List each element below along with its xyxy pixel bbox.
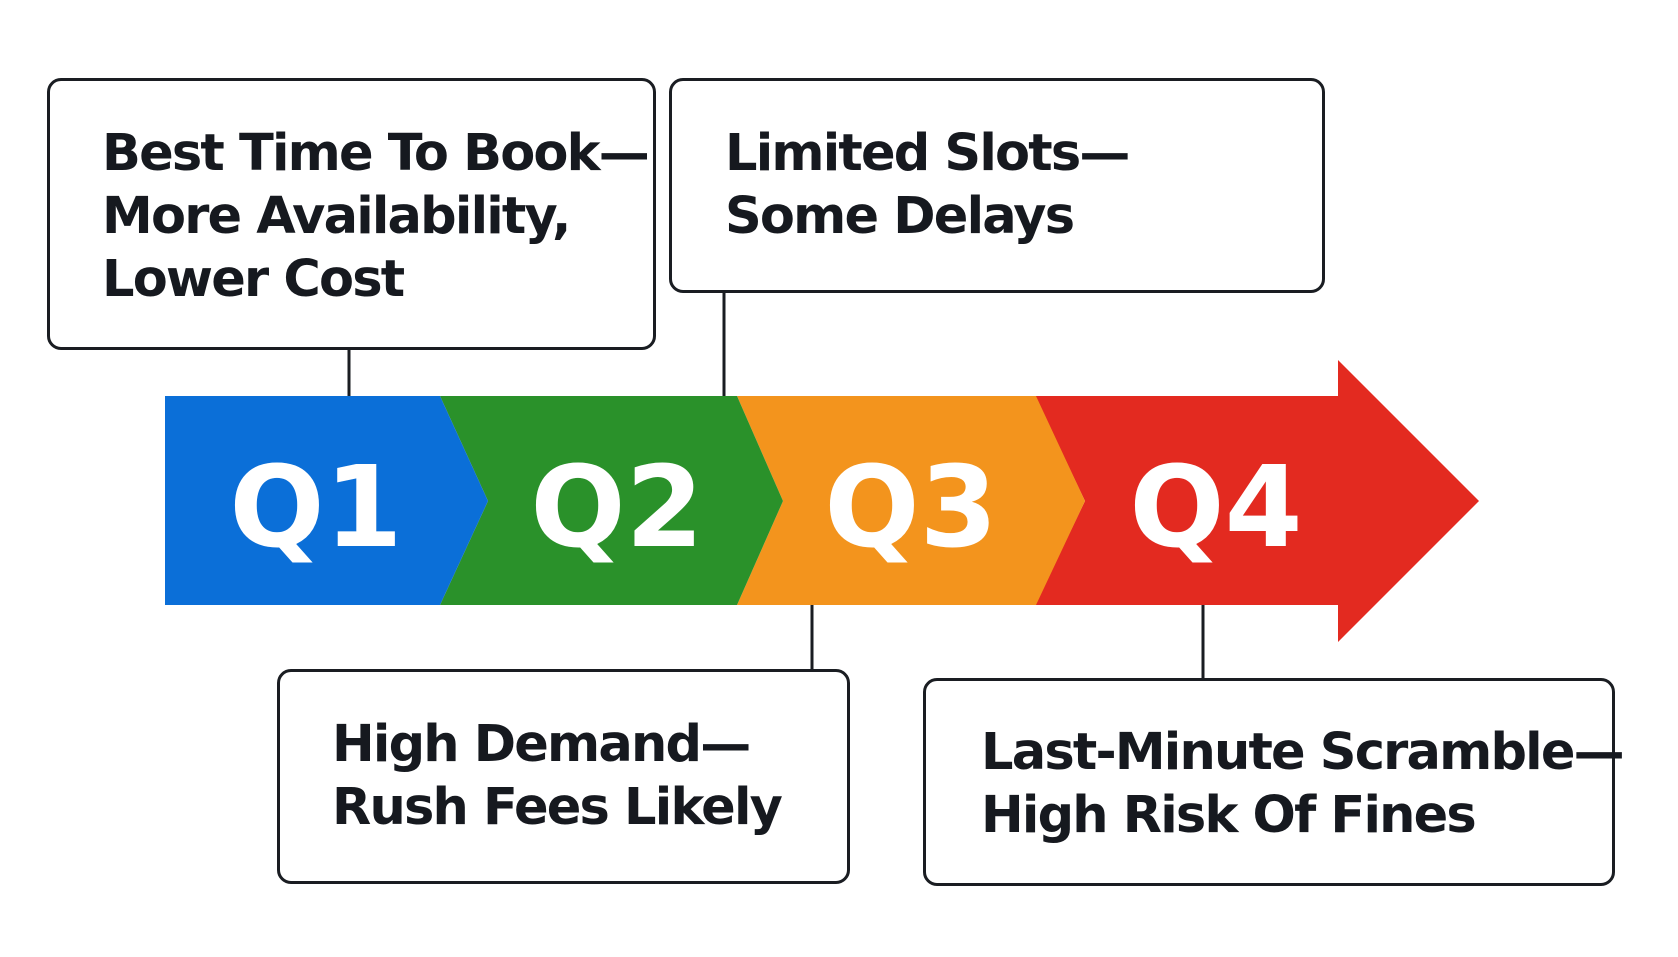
q2-segment bbox=[440, 396, 783, 605]
q4-callout-text: Last-Minute Scramble— High Risk Of Fines bbox=[981, 721, 1625, 847]
q2-note-line-2: Rush Fees Likely bbox=[332, 778, 783, 837]
q1-callout-text: Best Time To Book— More Availability, Lo… bbox=[102, 122, 650, 311]
q1-label: Q1 bbox=[229, 443, 402, 573]
q1-note-line-2: More Availability, bbox=[102, 187, 571, 246]
q1-callout-box bbox=[47, 78, 656, 350]
q2-note-line-1: High Demand— bbox=[332, 715, 751, 774]
q3-note-line-1: Limited Slots— bbox=[725, 124, 1130, 183]
q3-callout-text: Limited Slots— Some Delays bbox=[725, 122, 1130, 248]
q2-callout-box bbox=[277, 669, 850, 884]
q3-callout-box bbox=[669, 78, 1325, 293]
q3-segment bbox=[737, 396, 1085, 605]
q4-callout-box bbox=[923, 678, 1615, 886]
q3-label: Q3 bbox=[824, 443, 997, 573]
q4-note-line-1: Last-Minute Scramble— bbox=[981, 723, 1625, 782]
q1-note-line-3: Lower Cost bbox=[102, 250, 405, 309]
q2-label: Q2 bbox=[530, 443, 703, 573]
q3-note-line-2: Some Delays bbox=[725, 187, 1075, 246]
q2-callout-text: High Demand— Rush Fees Likely bbox=[332, 713, 783, 839]
q1-segment bbox=[165, 396, 488, 605]
q4-segment bbox=[1035, 360, 1479, 642]
q4-label: Q4 bbox=[1129, 443, 1302, 573]
q4-note-line-2: High Risk Of Fines bbox=[981, 786, 1477, 845]
q1-note-line-1: Best Time To Book— bbox=[102, 124, 650, 183]
